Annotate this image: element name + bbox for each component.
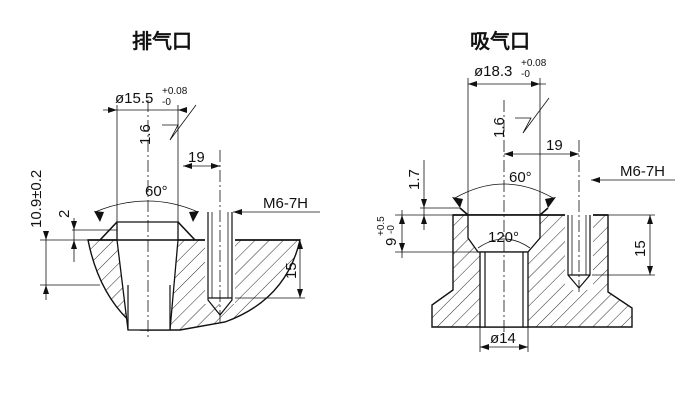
exhaust-small-label: 2	[56, 210, 73, 218]
exhaust-thread-depth-arrow-top	[297, 240, 303, 249]
intake-chamfer-depth-label: 1.7	[406, 169, 423, 190]
exhaust-height-arrow-top	[43, 231, 49, 240]
exhaust-small-arrow-bottom	[71, 240, 77, 249]
intake-depth-arrow-bottom	[399, 243, 405, 252]
intake-angle-label: 60°	[509, 169, 532, 186]
exhaust-angle-arrow-left	[94, 211, 104, 222]
exhaust-port-view: 排气口 ø15.5 +0.08 -0 1.6	[28, 29, 320, 340]
intake-thread-spec: M6-7H	[620, 163, 665, 180]
exhaust-dia-tol-upper: +0.08	[162, 86, 188, 97]
exhaust-offset-arrow-right	[211, 163, 220, 169]
intake-depth-tol-upper: +0.5	[376, 216, 387, 236]
intake-offset-arrow-right	[570, 151, 579, 157]
intake-roughness-value: 1.6	[491, 117, 508, 138]
intake-dia-label: ø18.3	[474, 63, 512, 80]
intake-angle-arrow-left	[452, 197, 463, 208]
intake-angle-arrow-right	[545, 197, 556, 208]
exhaust-bore	[116, 221, 179, 331]
intake-offset-label: 19	[546, 137, 563, 154]
intake-port-view: 吸气口 ø18.3 +0.08 -0 1.6	[376, 29, 675, 352]
intake-bore-arrow-right	[519, 344, 528, 350]
intake-chamfer-left	[459, 207, 469, 216]
intake-offset-arrow-left	[504, 151, 513, 157]
exhaust-thread-leader-arrow	[233, 209, 242, 215]
exhaust-title: 排气口	[132, 29, 192, 53]
exhaust-height-arrow-bottom	[43, 285, 49, 294]
intake-angle-arc	[454, 183, 554, 199]
intake-bore-dia-label: ø14	[490, 330, 516, 347]
intake-thread-leader-arrow	[591, 177, 600, 183]
intake-chamfer-arrow-top	[421, 199, 427, 208]
intake-seat-angle-label: 120°	[488, 229, 519, 246]
intake-depth-arrow-top	[399, 215, 405, 224]
exhaust-thread-depth-arrow-bottom	[297, 289, 303, 298]
intake-bore-arrow-left	[480, 344, 489, 350]
intake-title: 吸气口	[470, 29, 530, 53]
intake-dia-tol-lower: -0	[521, 69, 530, 80]
exhaust-dia-label: ø15.5	[115, 90, 153, 107]
exhaust-angle-arrow-right	[189, 211, 199, 222]
exhaust-thread-spec: M6-7H	[263, 195, 308, 212]
exhaust-dia-arrow-left	[108, 107, 117, 113]
intake-chamfer-right	[539, 207, 549, 216]
exhaust-dia-arrow-right	[178, 107, 187, 113]
exhaust-height-label: 10.9±0.2	[28, 170, 45, 228]
intake-depth-label: 9	[383, 238, 400, 246]
intake-thread-depth-arrow-top	[647, 215, 653, 224]
intake-thread-depth-arrow-bottom	[647, 266, 653, 275]
exhaust-offset-arrow-left	[183, 163, 192, 169]
intake-dia-arrow-right	[531, 81, 540, 87]
intake-seat-angle-arc	[477, 238, 531, 249]
exhaust-chamfer-left	[99, 221, 118, 241]
intake-thread-depth-label: 15	[632, 240, 649, 257]
exhaust-small-arrow-top	[71, 221, 77, 230]
intake-roughness-symbol	[515, 97, 550, 134]
exhaust-roughness-value: 1.6	[137, 124, 154, 145]
exhaust-angle-arc	[94, 200, 199, 213]
exhaust-offset-label: 19	[188, 149, 205, 166]
intake-dia-tol-upper: +0.08	[521, 58, 547, 69]
exhaust-dia-tol-lower: -0	[162, 97, 171, 108]
exhaust-thread-depth-label: 15	[283, 262, 300, 279]
exhaust-angle-label: 60°	[145, 183, 168, 200]
exhaust-chamfer-right	[177, 221, 196, 241]
intake-chamfer-arrow-bottom	[421, 215, 427, 224]
intake-depth-tol-lower: -0	[386, 225, 397, 234]
intake-dia-arrow-left	[468, 81, 477, 87]
exhaust-roughness-symbol	[162, 104, 197, 141]
